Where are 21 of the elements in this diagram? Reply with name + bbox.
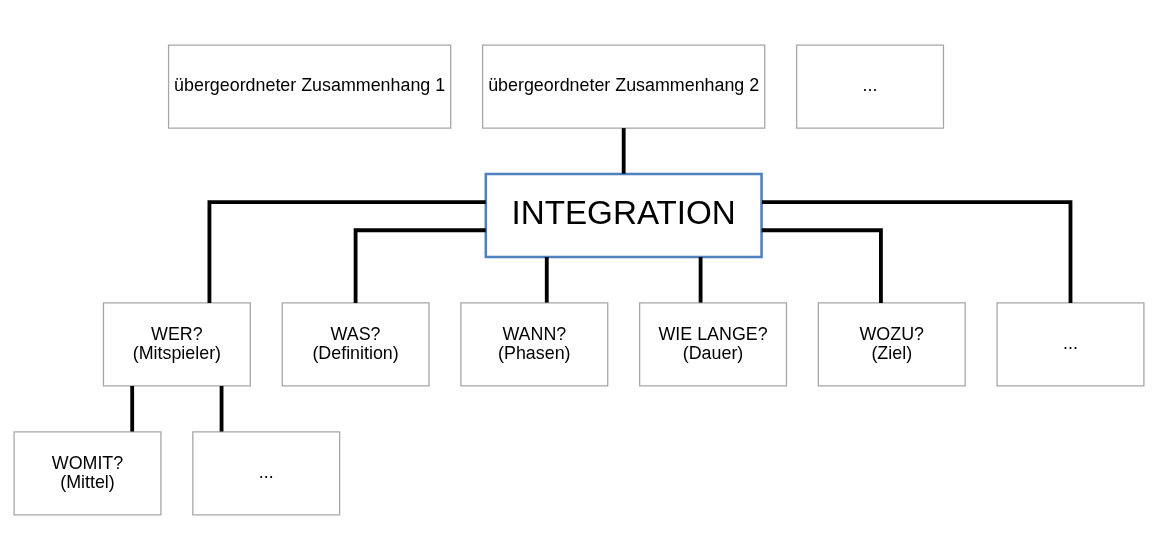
node-box: ...	[996, 301, 1145, 387]
node-box: ...	[192, 430, 341, 516]
connector	[621, 127, 626, 174]
connector	[762, 199, 1073, 303]
connector	[761, 227, 883, 303]
node-box: übergeordneter Zusammenhang 2	[482, 43, 766, 129]
node-box: übergeordneter Zusammenhang 1	[167, 43, 452, 129]
connector	[130, 385, 135, 432]
node-box: WOZU? (Ziel)	[817, 301, 966, 387]
connector	[353, 227, 486, 303]
node-box: WIE LANGE? (Dauer)	[639, 301, 788, 387]
node-box: ...	[796, 43, 945, 129]
node-box: WAS? (Definition)	[281, 301, 430, 387]
node-box: WANN? (Phasen)	[460, 301, 609, 387]
connector	[207, 199, 486, 303]
connector	[219, 385, 224, 432]
connector	[698, 256, 703, 303]
node-box: INTEGRATION	[484, 172, 763, 258]
node-box: WER? (Mitspieler)	[102, 301, 251, 387]
connector	[544, 256, 549, 303]
node-box: WOMIT? (Mittel)	[13, 430, 162, 516]
